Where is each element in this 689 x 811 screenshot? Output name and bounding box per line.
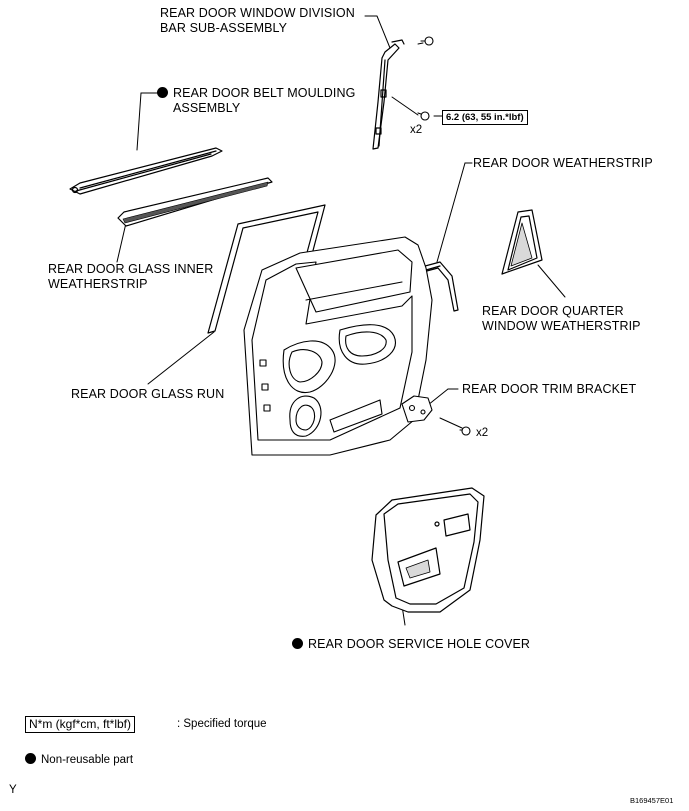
figure-code: B169457E01 bbox=[630, 796, 674, 805]
non-reusable-dot-icon bbox=[157, 87, 168, 98]
label-belt-moulding: REAR DOOR BELT MOULDING ASSEMBLY bbox=[157, 86, 355, 116]
label-service-hole-cover: REAR DOOR SERVICE HOLE COVER bbox=[292, 637, 530, 652]
label-quarter-window-weatherstrip: REAR DOOR QUARTER WINDOW WEATHERSTRIP bbox=[482, 304, 641, 333]
label-glass-inner-weatherstrip: REAR DOOR GLASS INNER WEATHERSTRIP bbox=[48, 262, 214, 291]
service-hole-cover bbox=[371, 487, 485, 613]
leader-lines bbox=[116, 15, 566, 626]
division-bar-sub-assembly bbox=[372, 39, 405, 150]
belt-moulding-assembly bbox=[69, 147, 223, 195]
division-bar-bolt-qty: x2 bbox=[410, 124, 423, 136]
rear-door-panel bbox=[243, 236, 433, 456]
legend-torque-description: : Specified torque bbox=[177, 718, 267, 730]
division-bar-bolts bbox=[417, 36, 434, 121]
label-division-bar: REAR DOOR WINDOW DIVISION BAR SUB-ASSEMB… bbox=[160, 6, 355, 35]
non-reusable-dot-icon bbox=[25, 753, 36, 764]
quarter-window-weatherstrip bbox=[501, 209, 543, 275]
corner-mark: Y bbox=[9, 784, 17, 796]
torque-spec-box: 6.2 (63, 55 in.*lbf) bbox=[442, 110, 528, 125]
glass-inner-weatherstrip bbox=[117, 177, 273, 227]
label-glass-run: REAR DOOR GLASS RUN bbox=[71, 387, 225, 401]
non-reusable-dot-icon bbox=[292, 638, 303, 649]
legend-torque-box: N*m (kgf*cm, ft*lbf) bbox=[25, 716, 136, 733]
label-trim-bracket: REAR DOOR TRIM BRACKET bbox=[462, 382, 637, 396]
trim-bracket bbox=[401, 395, 471, 436]
legend-non-reusable: Non-reusable part bbox=[25, 753, 133, 766]
label-door-weatherstrip: REAR DOOR WEATHERSTRIP bbox=[473, 156, 653, 170]
trim-bracket-screw-qty: x2 bbox=[476, 427, 489, 439]
